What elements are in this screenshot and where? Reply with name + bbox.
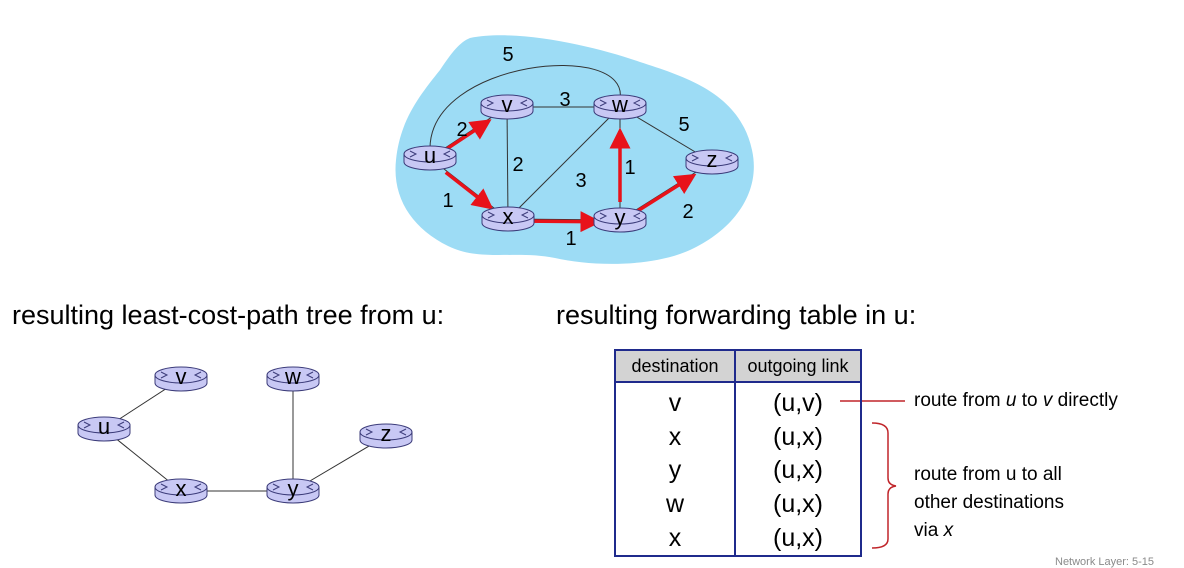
destination-header: destination [615,350,736,383]
router-label: w [284,364,301,389]
cost-label-x-y: 1 [565,228,576,250]
note-text: to [1016,390,1043,411]
note-line-3: via x [914,517,1064,545]
table-heading: resulting forwarding table in u: [556,300,917,330]
cost-label-x-w: 3 [575,170,586,192]
destination-cell: y [615,454,736,488]
router-label: y [288,476,299,501]
cost-label-v-w: 3 [559,89,570,111]
direct-route-note: route from u to v directly [914,387,1118,415]
table-row: y (u,x) [615,454,861,488]
destination-cell: v [615,382,736,421]
tree-router-v: v [154,364,208,392]
router-label: x [176,476,187,501]
network-routers: u v w x y z [403,92,739,233]
note-var-u: u [1005,390,1017,411]
table-row: w (u,x) [615,487,861,522]
table-row: x (u,x) [615,420,861,455]
link-cost-labels: 2 1 5 3 2 3 1 1 5 2 [442,44,693,250]
outgoing-link-cell: (u,x) [773,523,823,552]
tree-edges [103,378,387,492]
destination-cell: x [615,521,736,556]
outgoing-link-header: outgoing link [735,350,861,383]
router-w: w [593,92,647,120]
router-label: u [98,414,110,439]
tree-router-x: x [154,476,208,504]
outgoing-link-cell: (u,x) [773,422,823,451]
path-arrow-x-y [527,211,602,233]
cost-label-u-v: 2 [456,119,467,141]
router-x: x [481,204,535,232]
router-label: v [502,92,513,117]
outgoing-link-cell: (u,x) [773,456,823,485]
table-header-row: destination outgoing link [615,350,861,383]
note-line-2: other destinations [914,492,1064,513]
tree-router-z: z [359,421,413,449]
note-var-v: v [1042,390,1053,411]
cost-label-v-x: 2 [512,154,523,176]
destination-cell: w [615,487,736,522]
router-label: u [424,143,436,168]
other-routes-note: route from u to all other destinations v… [914,461,1064,545]
tree-router-y: y [266,476,320,504]
router-label: y [615,205,626,230]
router-y: y [593,205,647,233]
slide-footer: Network Layer: 5-15 [1055,556,1155,568]
tree-router-w: w [266,364,320,392]
tree-heading: resulting least-cost-path tree from u: [12,300,445,330]
note-text: via [914,520,944,541]
outgoing-link-cell: (u,v) [773,389,823,418]
note-text: route from [914,390,1006,411]
link-x-w [507,106,621,220]
tree-routers: u v w x y z [77,364,413,504]
path-arrow-u-x [444,170,494,210]
note-text: directly [1052,390,1118,411]
other-routes-brace [871,422,897,549]
cost-label-w-z: 5 [678,114,689,136]
tree-router-u: u [77,414,131,442]
path-arrow-y-z [635,173,697,213]
outgoing-link-cell: (u,x) [773,490,823,519]
router-label: z [707,147,718,172]
router-label: x [503,204,514,229]
table-row: x (u,x) [615,521,861,556]
path-arrow-u-v [445,119,492,151]
destination-cell: x [615,420,736,455]
router-z: z [685,147,739,175]
link-v-x [506,106,509,220]
router-label: v [176,364,187,389]
forwarding-table: destination outgoing link v (u,v) x (u,x… [614,349,862,557]
least-cost-path-arrows [444,119,697,233]
cost-label-y-z: 2 [682,201,693,223]
router-label: w [611,92,628,117]
cost-label-u-x: 1 [442,190,453,212]
cost-label-u-w: 5 [502,44,513,66]
cost-label-y-w: 1 [624,157,635,179]
router-v: v [480,92,534,120]
router-label: z [381,421,392,446]
note-var-x: x [943,520,954,541]
router-u: u [403,143,457,171]
table-row: v (u,v) [615,382,861,421]
note-line-1: route from u to all [914,464,1062,485]
